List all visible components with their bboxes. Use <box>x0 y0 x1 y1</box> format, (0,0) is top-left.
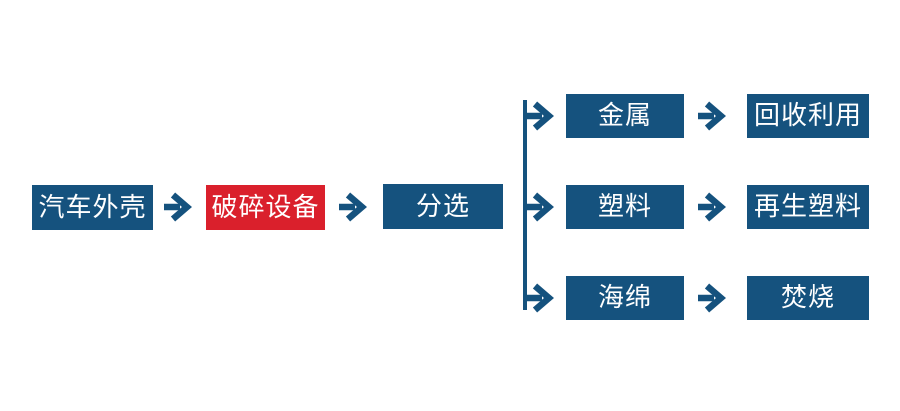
node-car-shell: 汽车外壳 <box>32 185 153 230</box>
arrow-right-icon <box>526 192 554 222</box>
node-sponge: 海绵 <box>566 276 684 320</box>
arrow-right-icon <box>698 192 726 222</box>
arrow-right-icon <box>698 283 726 313</box>
arrow-right-icon <box>698 101 726 131</box>
node-crushing-equipment: 破碎设备 <box>206 185 325 230</box>
arrow-right-icon <box>164 192 192 222</box>
branch-connector-line <box>523 100 527 310</box>
node-incineration: 焚烧 <box>747 276 869 320</box>
node-plastic: 塑料 <box>566 185 684 229</box>
node-recycle-reuse: 回收利用 <box>747 94 869 138</box>
arrow-right-icon <box>526 101 554 131</box>
arrow-right-icon <box>339 192 367 222</box>
node-recycled-plastic: 再生塑料 <box>747 185 869 229</box>
arrow-right-icon <box>526 283 554 313</box>
node-sorting: 分选 <box>383 184 503 229</box>
node-metal: 金属 <box>566 94 684 138</box>
